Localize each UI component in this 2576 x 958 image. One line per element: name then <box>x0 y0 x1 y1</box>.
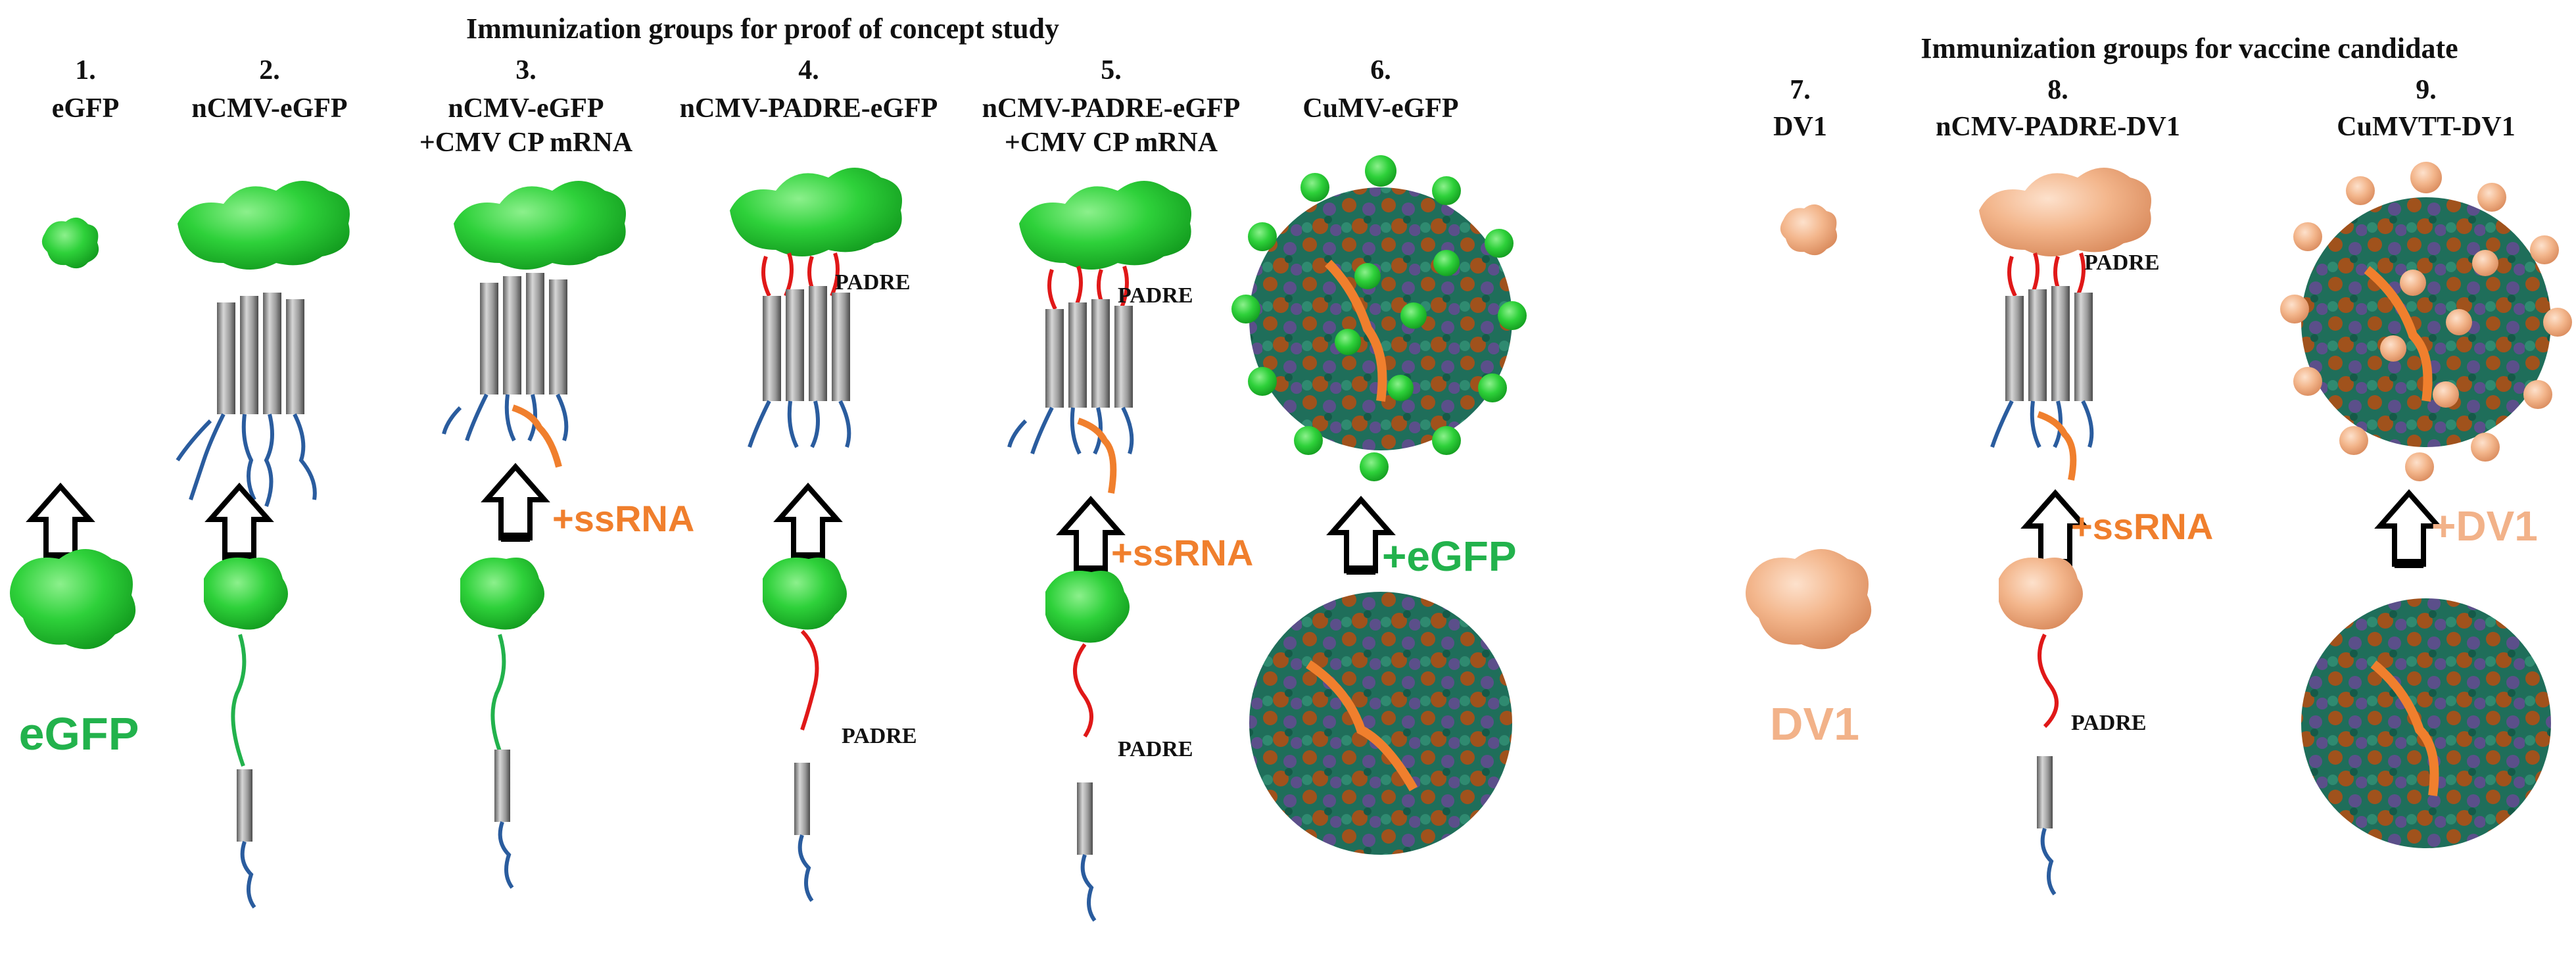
group-number: 5. <box>1101 55 1122 85</box>
nCMV-padre-egfp-monomer <box>1045 571 1130 922</box>
group-header-7: 7. DV1 <box>1773 75 1827 142</box>
nCMV-padre-dv1-assembly <box>1979 168 2151 481</box>
group-name: CuMVTT-DV1 <box>2337 112 2515 142</box>
cumv-vlp <box>1249 592 1512 855</box>
group-number: 9. <box>2416 75 2437 105</box>
group-name: DV1 <box>1773 112 1827 142</box>
vaccine-title: Immunization groups for vaccine candidat… <box>1920 32 2458 64</box>
nCMV-padre-egfp-monomer <box>763 558 847 902</box>
group-number: 2. <box>259 55 280 85</box>
dv1-protein-large <box>1746 549 1872 650</box>
nCMV-padre-egfp-assembly <box>730 168 902 448</box>
egfp-protein-large <box>10 549 136 650</box>
up-arrow <box>26 482 95 562</box>
nCMV-egfp-monomer <box>204 558 288 909</box>
dv1-protein-small <box>1780 204 1838 256</box>
padre-label-5: PADRE <box>1118 283 1193 308</box>
group-name: nCMV-PADRE-eGFP <box>680 93 938 124</box>
group-name: CuMV-eGFP <box>1302 93 1458 124</box>
up-arrow <box>481 462 550 542</box>
nCMV-egfp-monomer <box>460 558 544 889</box>
plus-egfp-label: +eGFP <box>1382 533 1517 580</box>
nCMV-egfp-assembly <box>176 181 350 508</box>
cumvtt-dv1-vlp <box>2280 162 2572 481</box>
group-name: nCMV-PADRE-DV1 <box>1936 112 2180 142</box>
egfp-protein-small <box>41 217 99 269</box>
group-name: nCMV-eGFP <box>448 93 604 124</box>
dv1-big-label: DV1 <box>1770 698 1859 750</box>
padre-label-8: PADRE <box>2084 251 2160 275</box>
up-arrow <box>1326 495 1396 575</box>
ssrna-label-5: +ssRNA <box>1111 532 1253 573</box>
group-name-line2: +CMV CP mRNA <box>1005 128 1218 158</box>
poc-title: Immunization groups for proof of concept… <box>466 12 1059 45</box>
up-arrow <box>204 482 274 562</box>
group-header-9: 9. CuMVTT-DV1 <box>2337 75 2515 142</box>
group-number: 3. <box>515 55 537 85</box>
group-header-3: 3. nCMV-eGFP +CMV CP mRNA <box>419 55 633 158</box>
group-number: 7. <box>1790 75 1811 105</box>
up-arrow <box>1056 495 1126 575</box>
group-name: nCMV-PADRE-eGFP <box>982 93 1241 124</box>
egfp-big-label: eGFP <box>19 708 139 759</box>
group-number: 4. <box>798 55 819 85</box>
padre-label-4: PADRE <box>835 270 911 295</box>
padre-label-4b: PADRE <box>842 724 917 748</box>
cumv-egfp-vlp <box>1231 155 1527 481</box>
group-header-1: 1. eGFP <box>52 55 120 124</box>
nCMV-padre-egfp-rna-assembly <box>1007 181 1191 494</box>
padre-label-8b: PADRE <box>2071 711 2147 735</box>
ssrna-label-8: +ssRNA <box>2071 506 2213 547</box>
nCMV-padre-dv1-monomer <box>1999 558 2083 896</box>
group-number: 8. <box>2047 75 2068 105</box>
ssrna-label-3: +ssRNA <box>552 498 694 539</box>
cumvtt-vlp <box>2301 598 2551 848</box>
group-header-8: 8. nCMV-PADRE-DV1 <box>1936 75 2180 142</box>
up-arrow <box>773 482 843 562</box>
nCMV-egfp-rna-assembly <box>442 181 626 468</box>
group-header-6: 6. CuMV-eGFP <box>1302 55 1458 124</box>
group-header-4: 4. nCMV-PADRE-eGFP <box>680 55 938 124</box>
group-number: 1. <box>75 55 96 85</box>
plus-dv1-label: +DV1 <box>2431 502 2538 550</box>
up-arrow <box>2374 489 2444 568</box>
group-name: eGFP <box>52 93 120 124</box>
group-name: nCMV-eGFP <box>191 93 347 124</box>
group-header-5: 5. nCMV-PADRE-eGFP +CMV CP mRNA <box>982 55 1241 158</box>
padre-label-5b: PADRE <box>1118 737 1193 761</box>
group-header-2: 2. nCMV-eGFP <box>191 55 347 124</box>
group-number: 6. <box>1370 55 1391 85</box>
group-name-line2: +CMV CP mRNA <box>419 128 633 158</box>
